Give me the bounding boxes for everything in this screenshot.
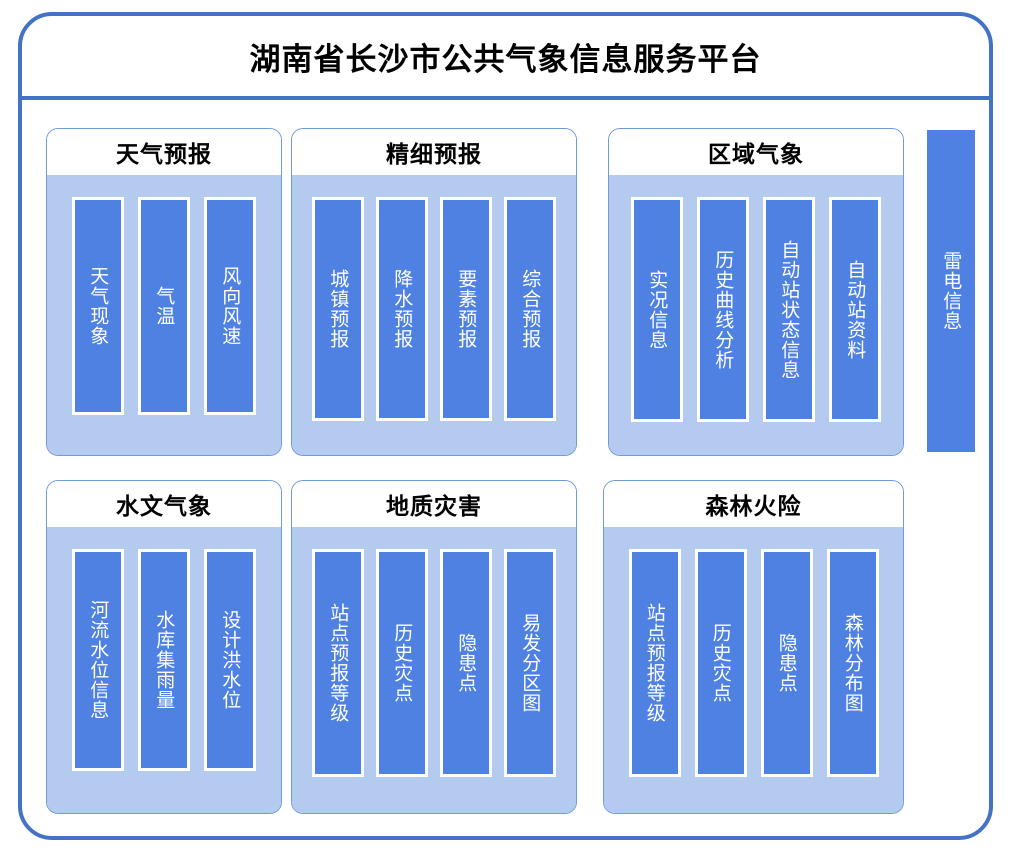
item-bar[interactable]: 城镇预报 [312,197,364,421]
item-label: 降水预报 [391,269,414,349]
group-header: 森林火险 [604,481,903,527]
platform-frame [18,12,993,840]
item-bar[interactable]: 风向风速 [204,197,256,415]
group-body: 城镇预报 降水预报 要素预报 综合预报 [292,175,576,455]
item-bar[interactable]: 自动站资料 [829,197,881,422]
item-label: 易发分区图 [519,613,542,713]
item-label: 城镇预报 [327,269,350,349]
item-bar[interactable]: 易发分区图 [504,549,556,777]
group-title: 天气预报 [116,142,212,168]
group-weather-forecast[interactable]: 天气预报 天气现象 气温 风向风速 [46,128,282,456]
item-bar[interactable]: 气温 [138,197,190,415]
item-label: 要素预报 [455,269,478,349]
group-body: 天气现象 气温 风向风速 [47,175,281,455]
item-label: 天气现象 [87,266,110,346]
item-bar[interactable]: 设计洪水位 [204,549,256,771]
item-bar[interactable]: 站点预报等级 [312,549,364,777]
group-title: 水文气象 [116,494,212,520]
item-bar[interactable]: 综合预报 [504,197,556,421]
item-bar[interactable]: 水库集雨量 [138,549,190,771]
item-bar[interactable]: 历史灾点 [376,549,428,777]
title-divider [22,96,989,100]
item-label: 设计洪水位 [219,610,242,710]
item-bar[interactable]: 实况信息 [631,197,683,422]
item-bar[interactable]: 隐患点 [760,549,813,777]
group-title: 精细预报 [386,142,482,168]
group-fine-forecast[interactable]: 精细预报 城镇预报 降水预报 要素预报 综合预报 [291,128,577,456]
item-label: 历史灾点 [391,623,414,703]
item-label: 森林分布图 [841,613,864,713]
item-bar[interactable]: 历史曲线分析 [697,197,749,422]
item-label: 水库集雨量 [153,610,176,710]
item-label: 气温 [153,286,176,326]
group-body: 实况信息 历史曲线分析 自动站状态信息 自动站资料 [609,175,903,455]
item-label: 站点预报等级 [643,603,666,723]
group-regional-meteorology[interactable]: 区域气象 实况信息 历史曲线分析 自动站状态信息 自动站资料 [608,128,904,456]
group-body: 站点预报等级 历史灾点 隐患点 易发分区图 [292,527,576,813]
group-header: 区域气象 [609,129,903,175]
group-hydro-meteorology[interactable]: 水文气象 河流水位信息 水库集雨量 设计洪水位 [46,480,282,814]
item-label: 历史曲线分析 [712,249,735,370]
item-bar[interactable]: 自动站状态信息 [763,197,815,422]
group-header: 天气预报 [47,129,281,175]
item-label: 实况信息 [646,269,669,350]
item-label: 隐患点 [775,633,798,693]
item-label: 雷电信息 [940,251,963,331]
item-label: 河流水位信息 [87,600,110,720]
group-header: 精细预报 [292,129,576,175]
item-bar[interactable]: 历史灾点 [694,549,747,777]
item-label: 综合预报 [519,269,542,349]
group-header: 水文气象 [47,481,281,527]
group-forest-fire-risk[interactable]: 森林火险 站点预报等级 历史灾点 隐患点 森林分布图 [603,480,904,814]
group-title: 区域气象 [708,142,804,168]
item-bar[interactable]: 天气现象 [72,197,124,415]
item-bar[interactable]: 站点预报等级 [628,549,681,777]
item-label: 风向风速 [219,266,242,346]
platform-title-bar: 湖南省长沙市公共气象信息服务平台 [18,12,993,100]
item-label: 站点预报等级 [327,603,350,723]
item-label: 自动站资料 [844,259,867,360]
item-bar[interactable]: 降水预报 [376,197,428,421]
item-label: 隐患点 [455,633,478,693]
item-bar[interactable]: 隐患点 [440,549,492,777]
group-geological-hazard[interactable]: 地质灾害 站点预报等级 历史灾点 隐患点 易发分区图 [291,480,577,814]
group-header: 地质灾害 [292,481,576,527]
standalone-bar-lightning-info[interactable]: 雷电信息 [927,130,975,452]
item-label: 自动站状态信息 [778,239,801,380]
page-title: 湖南省长沙市公共气象信息服务平台 [249,41,762,78]
item-label: 历史灾点 [709,623,732,703]
item-bar[interactable]: 河流水位信息 [72,549,124,771]
group-title: 森林火险 [705,494,802,520]
group-body: 站点预报等级 历史灾点 隐患点 森林分布图 [604,527,903,813]
item-bar[interactable]: 要素预报 [440,197,492,421]
item-bar[interactable]: 森林分布图 [826,549,879,777]
group-title: 地质灾害 [386,494,482,520]
group-body: 河流水位信息 水库集雨量 设计洪水位 [47,527,281,813]
